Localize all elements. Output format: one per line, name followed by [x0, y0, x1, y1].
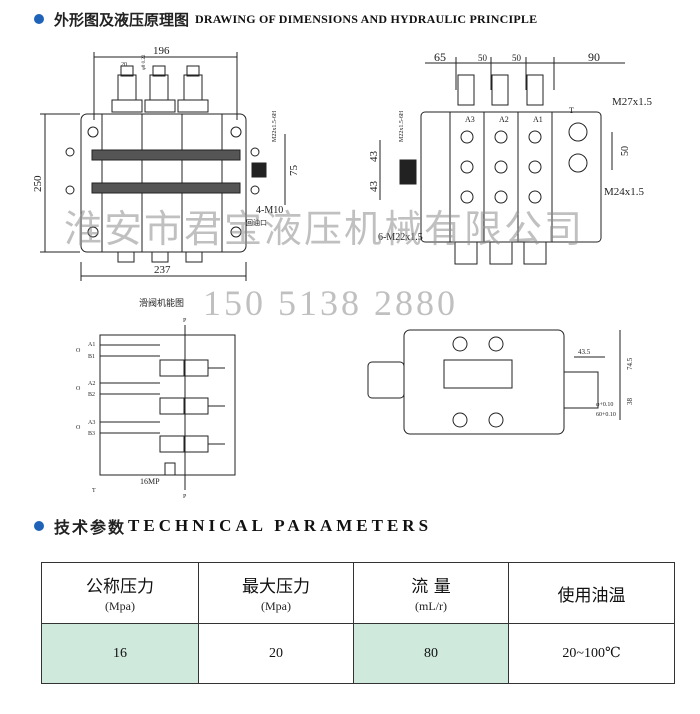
technical-parameters-table: 公称压力 (Mpa) 最大压力 (Mpa) 流 量 (mL/r) 使用油温 16…: [41, 562, 675, 684]
dim-50b: 50: [512, 53, 522, 63]
schem-label-o1: O: [76, 348, 81, 354]
relief-label: 16MP: [140, 477, 160, 486]
dim-237: 237: [154, 264, 171, 276]
schem-label-t: T: [92, 488, 96, 494]
dim-250: 250: [32, 175, 44, 192]
dim-65: 65: [434, 50, 446, 64]
front-view: 196 20 φ8 0.22 250 75 M22x1.5-6H 4-: [32, 45, 300, 281]
dim-43a: 43: [368, 151, 380, 163]
value-max-pressure: 20: [198, 623, 354, 684]
schem-label-b3: B3: [88, 431, 95, 437]
section-title-zh: 外形图及液压原理图: [54, 10, 190, 29]
header-cell-rated-pressure: 公称压力 (Mpa): [41, 562, 199, 624]
port-label-a3: A3: [465, 115, 475, 124]
table-row: 16 20 80 20~100℃: [41, 623, 675, 684]
schem-label-o3: O: [76, 425, 81, 431]
dim-tol2: 60+0.10: [596, 412, 616, 418]
schem-label-a1: A1: [88, 342, 95, 348]
params-title-en: TECHNICAL PARAMETERS: [128, 516, 433, 535]
dim-43-5: 43.5: [578, 348, 591, 356]
port-label-t: T: [569, 106, 574, 115]
schem-label-b1: B1: [88, 354, 95, 360]
side-view: 65 50 50 90 A3 A2 A1 T M27x1.5 M24x1.5 5…: [368, 50, 653, 265]
dim-thread-right: M22x1.5-6H: [399, 110, 405, 142]
section-header-drawing: 外形图及液压原理图 DRAWING OF DIMENSIONS AND HYDR…: [0, 6, 537, 32]
hydraulic-schematic: A1 B1 A2 B2 A3 B3 O O O T P P 16MP: [76, 318, 236, 500]
dim-m24: M24x1.5: [604, 186, 645, 198]
header-cell-oil-temp: 使用油温: [508, 562, 675, 624]
schem-label-p1: P: [183, 318, 187, 324]
value-oil-temp: 20~100℃: [508, 623, 675, 684]
dim-m27: M27x1.5: [612, 96, 653, 108]
dim-196: 196: [153, 45, 170, 57]
dim-20: 20: [121, 62, 127, 68]
dim-74-5: 74.5: [626, 357, 634, 370]
return-port-note: 回油口: [246, 218, 267, 227]
schem-label-a2: A2: [88, 381, 95, 387]
dim-tol1: φ+0.10: [596, 402, 613, 408]
port-label-a2: A2: [499, 115, 509, 124]
table-header-row: 公称压力 (Mpa) 最大压力 (Mpa) 流 量 (mL/r) 使用油温: [41, 562, 675, 624]
dim-43b: 43: [368, 181, 380, 193]
dim-38: 38: [626, 398, 634, 406]
dim-75: 75: [288, 165, 300, 177]
dim-50v: 50: [620, 146, 631, 156]
section-header-params: 技术参数 TECHNICAL PARAMETERS: [0, 513, 432, 539]
technical-drawing: 196 20 φ8 0.22 250 75 M22x1.5-6H 4-: [32, 45, 653, 500]
schem-label-p2: P: [183, 494, 187, 500]
dim-50a: 50: [478, 53, 488, 63]
header-cell-max-pressure: 最大压力 (Mpa): [198, 562, 354, 624]
schematic-caption: 滑阀机能图: [139, 299, 185, 309]
dim-tol: φ8 0.22: [142, 54, 147, 70]
dim-thread-left: M22x1.5-6H: [272, 110, 278, 142]
value-flow: 80: [353, 623, 509, 684]
dim-90: 90: [588, 50, 600, 64]
params-title-zh: 技术参数: [54, 518, 127, 537]
schem-label-o2: O: [76, 386, 81, 392]
header-cell-flow: 流 量 (mL/r): [353, 562, 509, 624]
dim-bolt: 4-M10: [256, 205, 283, 216]
schem-label-b2: B2: [88, 392, 95, 398]
value-rated-pressure: 16: [41, 623, 199, 684]
bottom-view: 43.5 74.5 38 φ+0.10 60+0.10: [367, 329, 634, 435]
bullet-icon: [34, 14, 44, 24]
dim-ports: 6-M22x1.5: [378, 232, 423, 243]
section-title-en: DRAWING OF DIMENSIONS AND HYDRAULIC PRIN…: [195, 11, 538, 26]
port-label-a1: A1: [533, 115, 543, 124]
bullet-icon: [34, 521, 44, 531]
schem-label-a3: A3: [88, 420, 95, 426]
